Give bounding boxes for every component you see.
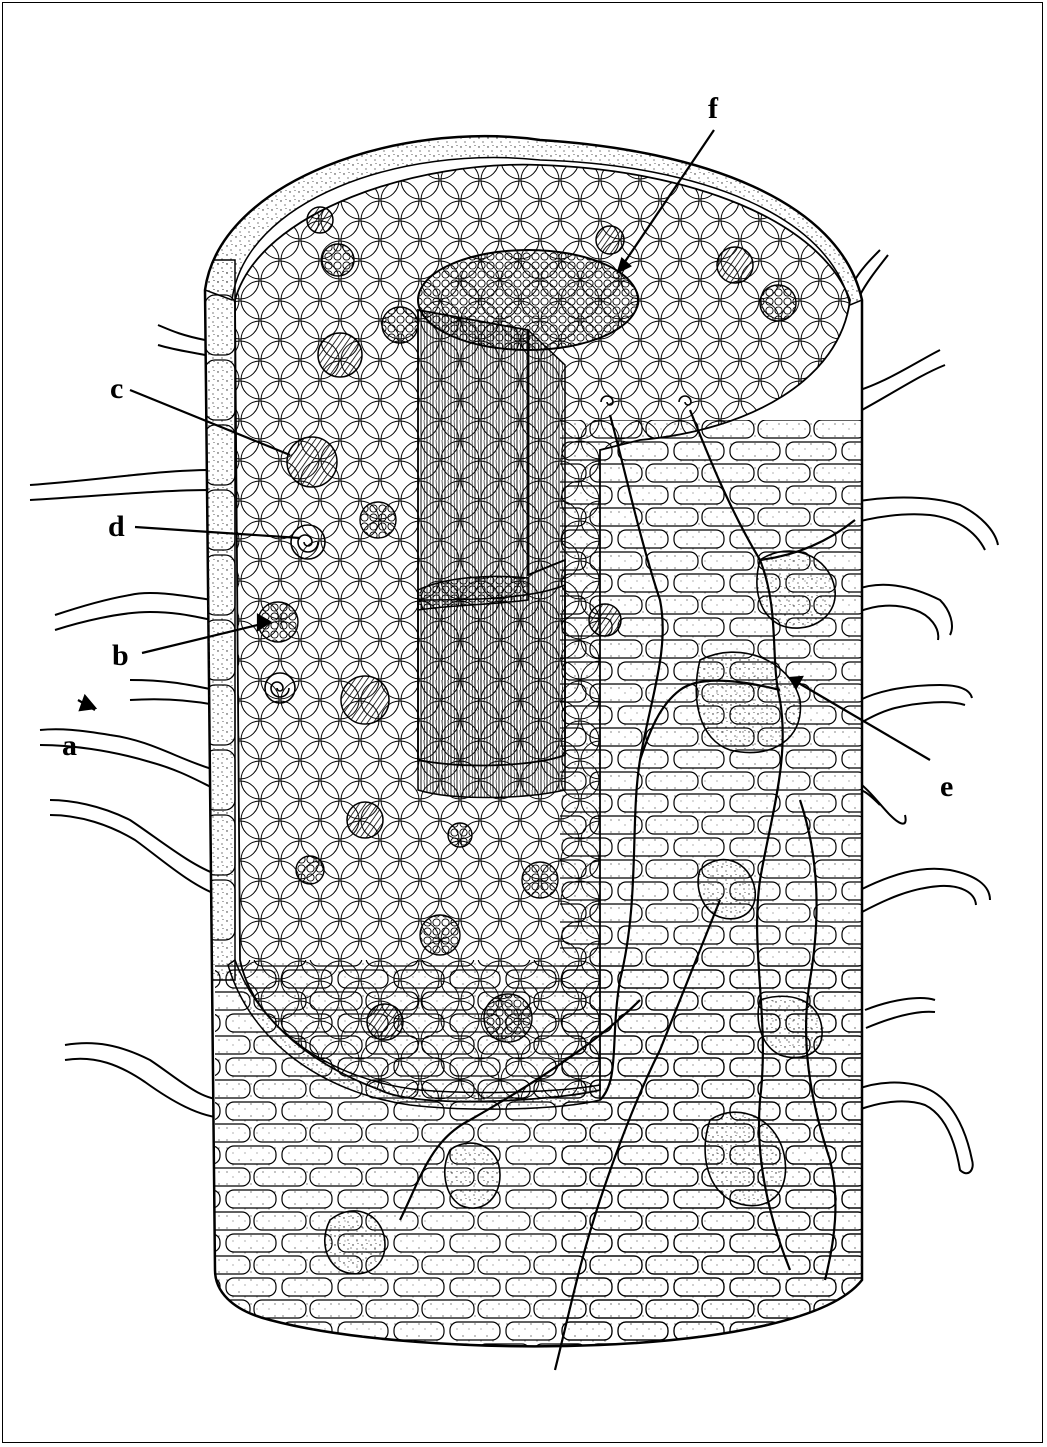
label-b: b: [112, 639, 129, 672]
label-a: a: [62, 729, 77, 762]
label-e: e: [940, 770, 953, 803]
root-hairs-right: [840, 250, 998, 1173]
label-d: d: [108, 510, 125, 543]
label-c: c: [110, 372, 123, 405]
label-f: f: [708, 92, 719, 125]
